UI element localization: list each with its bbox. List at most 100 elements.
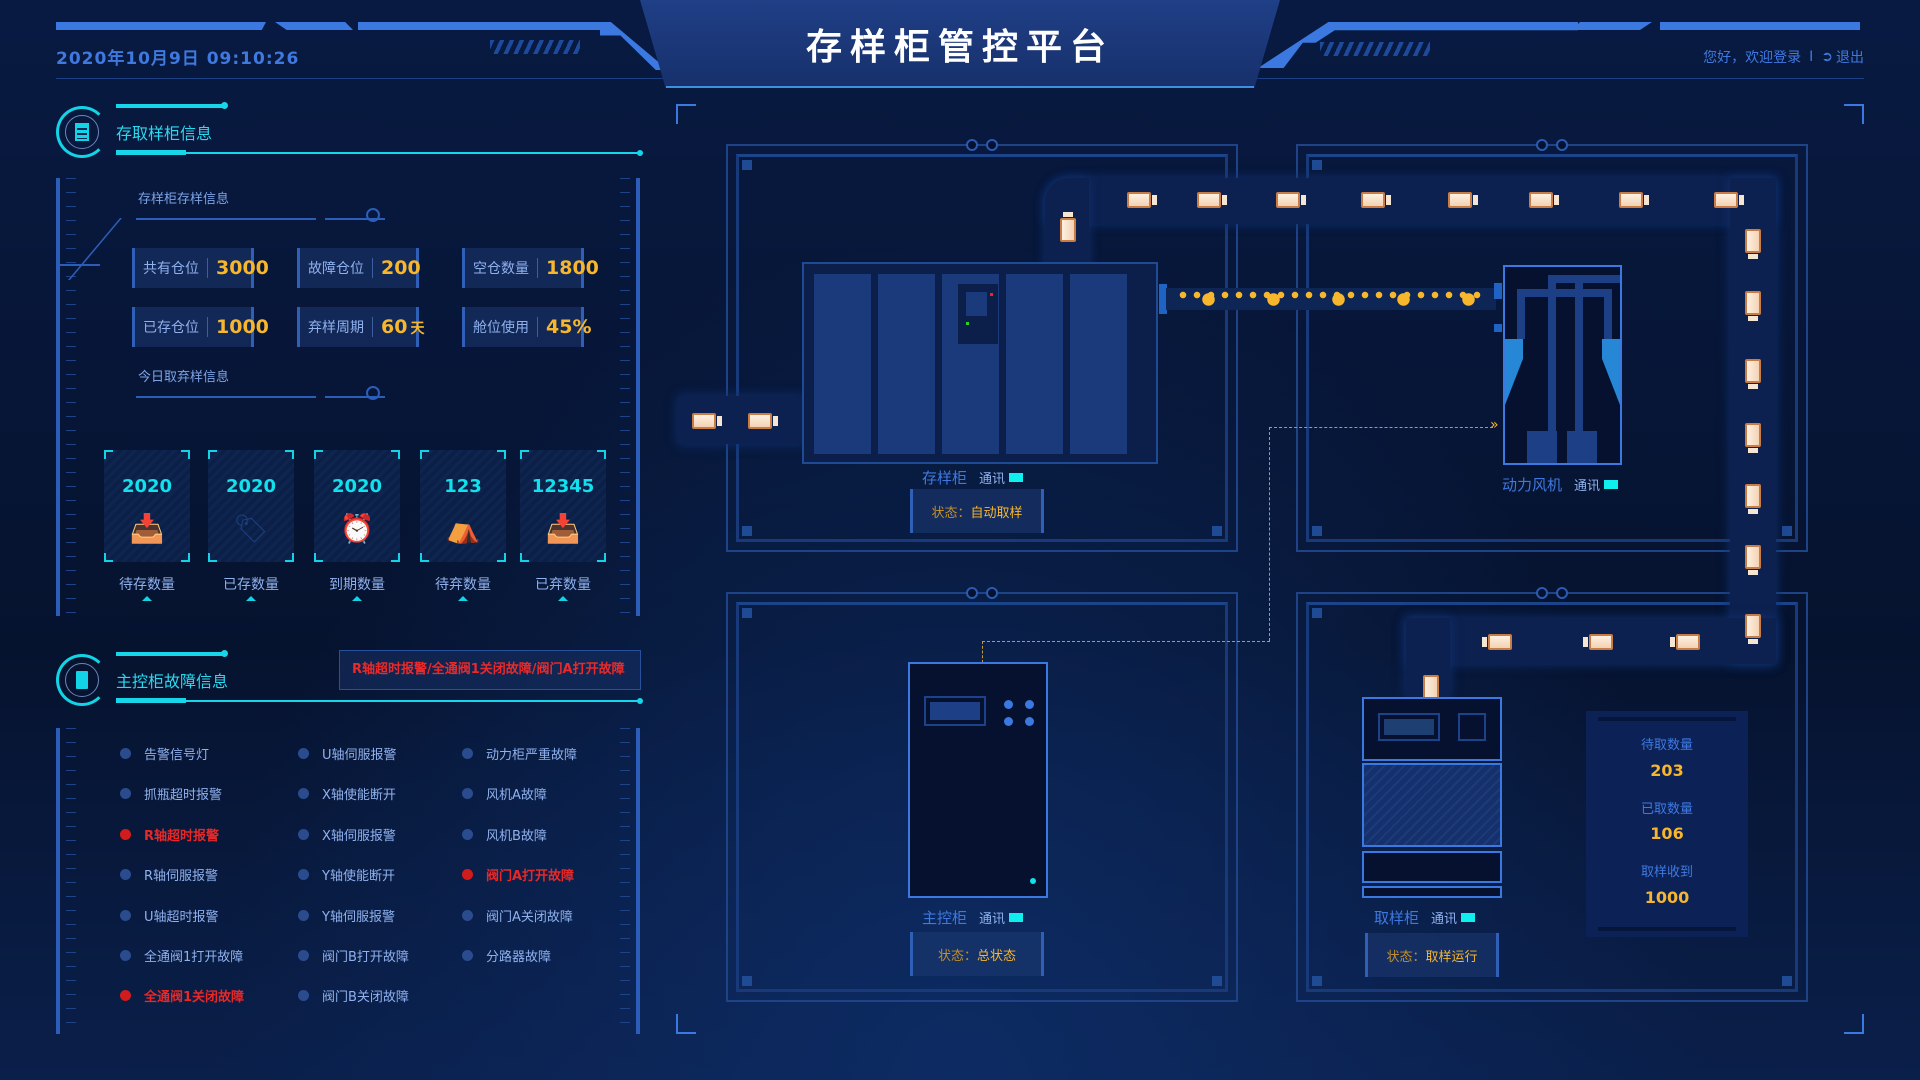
card-pending-store: 2020 📥 xyxy=(104,450,190,562)
frame-corner xyxy=(676,104,696,124)
master-cabinet-status: 状态：总状态 xyxy=(910,932,1044,976)
circuit-node xyxy=(366,386,380,400)
comm-indicator xyxy=(1461,913,1476,922)
sampling-cabinet[interactable] xyxy=(1362,697,1502,761)
title-banner xyxy=(640,0,1280,88)
status-dot xyxy=(120,869,131,880)
triangle-up-icon xyxy=(558,596,568,601)
conveyor-top xyxy=(1045,178,1775,224)
section-deco-line xyxy=(116,102,228,109)
fault-item-active: 阀门A打开故障 xyxy=(462,865,574,884)
readout-label: 取样收到 xyxy=(1640,865,1693,880)
status-dot xyxy=(462,950,473,961)
status-dot xyxy=(462,748,473,759)
readout-value: 203 xyxy=(1650,761,1684,780)
card-discarded: 12345 📥 xyxy=(520,450,606,562)
card-label: 待弃数量 xyxy=(435,577,491,593)
header-deco-bar xyxy=(1572,22,1652,30)
status-dot xyxy=(120,748,131,759)
frame-corner xyxy=(1844,1014,1864,1034)
sample-bottle xyxy=(1745,545,1761,575)
power-indicator-light xyxy=(1030,878,1036,884)
master-cabinet-label: 主控柜 通讯 xyxy=(922,907,1024,928)
fault-item: 动力柜严重故障 xyxy=(462,744,577,763)
sampling-base xyxy=(1362,886,1502,898)
device-name: 存样柜 xyxy=(922,469,968,487)
fault-item: 阀门B打开故障 xyxy=(298,946,409,965)
sampling-cabinet-status: 状态：取样运行 xyxy=(1365,933,1499,977)
storage-cabinet[interactable] xyxy=(802,262,1158,464)
storage-cabinet-status: 状态：自动取样 xyxy=(910,489,1044,533)
status-dot xyxy=(462,788,473,799)
sample-bottle xyxy=(1619,192,1649,208)
fault-item: 全通阀1打开故障 xyxy=(120,946,243,965)
status-dot xyxy=(120,788,131,799)
section-deco-line xyxy=(116,150,643,156)
card-expired: 2020 ⏰ xyxy=(314,450,400,562)
user-area: 您好，欢迎登录 I ➲ 退出 xyxy=(1703,47,1864,67)
readout-label: 待取数量 xyxy=(1640,738,1693,753)
fault-item: 分路器故障 xyxy=(462,946,551,965)
sample-bottle xyxy=(1361,192,1391,208)
stat-fault-slots: 故障仓位 200 xyxy=(297,248,421,288)
status-dot xyxy=(298,748,309,759)
fault-panel: 告警信号灯 抓瓶超时报警 R轴超时报警 R轴伺服报警 U轴超时报警 全通阀1打开… xyxy=(56,728,640,1034)
status-dot xyxy=(462,829,473,840)
sample-bottle xyxy=(1670,634,1700,650)
card-label: 已弃数量 xyxy=(535,577,591,593)
sample-bottle xyxy=(1745,423,1761,453)
circuit-node xyxy=(366,208,380,222)
red-indicator-light xyxy=(990,293,993,296)
header-deco-bar xyxy=(275,22,353,30)
fault-item: Y轴伺服报警 xyxy=(298,906,395,925)
sample-bottle xyxy=(692,413,722,429)
fault-item: X轴使能断开 xyxy=(298,784,396,803)
zone-fan xyxy=(1296,139,1808,552)
status-dot xyxy=(462,910,473,921)
readout-value: 1000 xyxy=(1644,888,1690,907)
fault-item: 告警信号灯 xyxy=(120,744,209,763)
power-fan[interactable] xyxy=(1503,265,1622,465)
sampling-chamber xyxy=(1362,763,1502,847)
circuit-deco xyxy=(136,218,316,220)
circuit-deco xyxy=(67,218,122,280)
signal-line xyxy=(1269,427,1493,428)
sample-bottle xyxy=(1583,634,1613,650)
fault-item: U轴伺服报警 xyxy=(298,744,397,763)
alarm-banner: R轴超时报警/全通阀1关闭故障/阀门A打开故障 xyxy=(339,650,641,690)
header-deco-stripes xyxy=(490,40,580,54)
page-title: 存样柜管控平台 xyxy=(805,27,1114,68)
sample-bottle xyxy=(1745,291,1761,321)
diagram-frame xyxy=(676,104,1864,1034)
card-pending-discard: 123 ⛺ xyxy=(420,450,506,562)
sample-bottle xyxy=(1448,192,1478,208)
fan-port xyxy=(1494,324,1502,332)
logout-button[interactable]: ➲ 退出 xyxy=(1821,47,1864,67)
section-icon-ring xyxy=(56,654,108,706)
comm-label: 通讯 xyxy=(1574,479,1601,494)
fault-section-header: 主控柜故障信息 xyxy=(56,648,643,718)
fan-label: 动力风机 通讯 xyxy=(1502,474,1619,495)
cabinet-icon xyxy=(75,123,89,141)
circuit-deco xyxy=(325,396,385,398)
comm-indicator xyxy=(1604,480,1619,489)
frame-corner xyxy=(676,1014,696,1034)
fault-item: Y轴使能断开 xyxy=(298,865,395,884)
tent-icon: ⛺ xyxy=(445,512,481,545)
status-dot xyxy=(298,788,309,799)
sample-bottle xyxy=(1482,634,1512,650)
stat-total-slots: 共有仓位 3000 xyxy=(132,248,269,288)
device-name: 取样柜 xyxy=(1374,909,1420,927)
inbox-download-icon: 📥 xyxy=(545,512,581,545)
status-dot xyxy=(298,990,309,1001)
readout-value: 106 xyxy=(1650,824,1684,843)
fault-item: 抓瓶超时报警 xyxy=(120,784,222,803)
fault-item: 风机A故障 xyxy=(462,784,547,803)
separator: I xyxy=(1809,49,1814,65)
master-cabinet[interactable] xyxy=(908,662,1048,898)
fan-port xyxy=(1494,283,1502,299)
header-deco-bar xyxy=(358,22,608,30)
readout-label: 已取数量 xyxy=(1640,802,1693,817)
card-label: 待存数量 xyxy=(119,577,175,593)
